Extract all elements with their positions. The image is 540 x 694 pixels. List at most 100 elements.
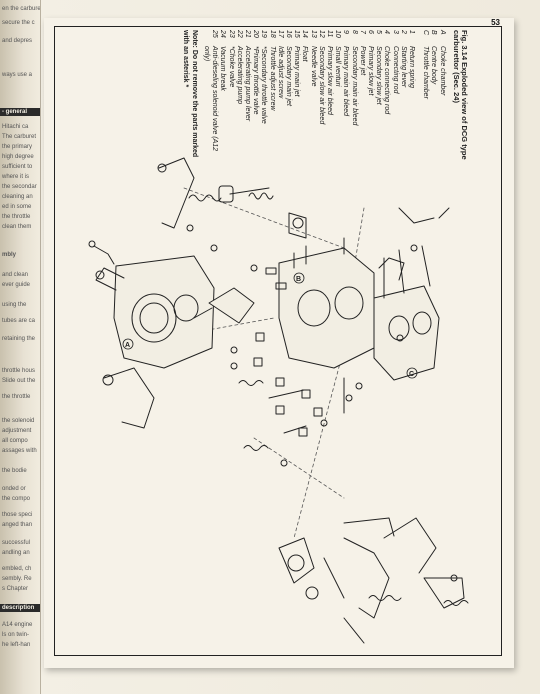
page-number: 53 [491,18,500,27]
left-page-text: s Chapter [2,586,29,592]
legend-key: 15 [293,30,301,38]
legend-text: Vacuum break [219,46,227,91]
left-page-text: throttle hous [2,368,36,374]
legend-key: B [430,30,438,35]
left-page-text: adjustment [2,428,32,434]
legend-text: Power jet [358,46,366,76]
left-page-text: anged than [2,522,33,528]
left-page-heading: description [0,604,40,612]
left-page-heading: mbly [2,252,17,258]
left-page-text: secure the c [2,20,35,26]
legend-text: Anti-dieseling solenoid valve (A12 [211,46,219,152]
left-page-text: and depres [2,38,33,44]
left-page-text: the bodie [2,468,27,474]
left-page-text: the throttle [2,394,31,400]
legend-key: 16 [284,30,292,38]
legend-key: 19 [260,30,268,38]
left-page-text: tubes are ca [2,318,36,324]
legend-text: Throttle adjust screw [268,46,276,111]
legend-key: 22 [235,30,243,38]
legend-text: Float [301,46,309,62]
left-page-text: andling an [2,550,30,556]
throttle-chamber-part [88,240,215,369]
left-page-text: ed in some [2,204,32,210]
left-page-edge: en the carbure secure the c and depres w… [0,0,41,694]
legend-text: Throttle chamber [422,46,430,99]
left-page-text: assages with [2,448,37,454]
left-page-text: clean them [2,224,32,230]
right-page: 53 [44,18,514,668]
left-page-text: the secondar [2,184,37,190]
left-page-text: en the carbure [2,6,41,12]
legend-spacer [415,30,421,550]
left-page-text: retaining the [2,336,36,342]
left-page-text: ls on twin- [2,632,30,638]
legend-key [415,30,421,46]
legend-text: Primary main jet [293,46,301,97]
left-page-text: all compo [2,438,28,444]
legend-text: Secondary slow air bleed [317,46,325,125]
left-page-text: successful [2,540,31,546]
legend-item: A Choke chamber [437,30,446,550]
legend-key: A [438,30,446,35]
legend-text: Needle valve [309,46,317,87]
legend-text: Starting lever [399,46,407,88]
left-page-text: sufficient to [2,164,33,170]
legend-key: 11 [325,30,333,38]
left-page-text: those speci [2,512,33,518]
left-page-text: embled, ch [2,566,32,572]
left-page-text: A14 engine [2,622,33,628]
legend-text: Accelerating pump [235,46,243,104]
left-page-text: Hitachi ca [2,124,29,130]
left-page-heading: - general [0,108,40,116]
legend-key: 23 [227,30,235,38]
left-page-text: cleaning an [2,194,33,200]
left-page-text: high degree [2,154,34,160]
legend-text: Primary slow jet [366,46,374,96]
legend-key: 9 [342,30,350,34]
legend-key: 10 [334,30,342,38]
legend-text: Secondary slow jet [375,46,383,105]
legend-text: Secondary main jet [284,46,292,106]
legend-item: B Centre body [429,30,437,550]
legend-key: 13 [309,30,317,38]
legend-key: 7 [358,30,366,34]
legend-key: 24 [219,30,227,38]
legend-item: 20*Primary throttle valve [251,30,259,550]
legend-key: C [422,30,430,36]
legend-text: Choke chamber [438,46,446,96]
page-frame [54,26,502,656]
legend-text: only) [202,46,210,62]
left-page-text: the compo [2,496,31,502]
part-callouts: A B C [122,272,418,379]
svg-text:A: A [125,342,130,349]
legend-key: 14 [301,30,309,38]
legend-key: 5 [375,30,383,34]
legend-text: Secondary main air bleed [350,46,358,126]
svg-text:B: B [296,276,301,283]
legend-text: Centre body [430,46,438,85]
legend-text: Return spring [407,46,415,89]
figure-caption: Fig. 3.14 Exploded view of DCG type carb… [181,30,470,550]
jets-and-small-parts [186,224,458,582]
legend-key: 6 [366,30,374,34]
legend-key [202,30,210,46]
left-page-text: the throttle [2,214,31,220]
legend-text: *Choke valve [227,46,235,88]
